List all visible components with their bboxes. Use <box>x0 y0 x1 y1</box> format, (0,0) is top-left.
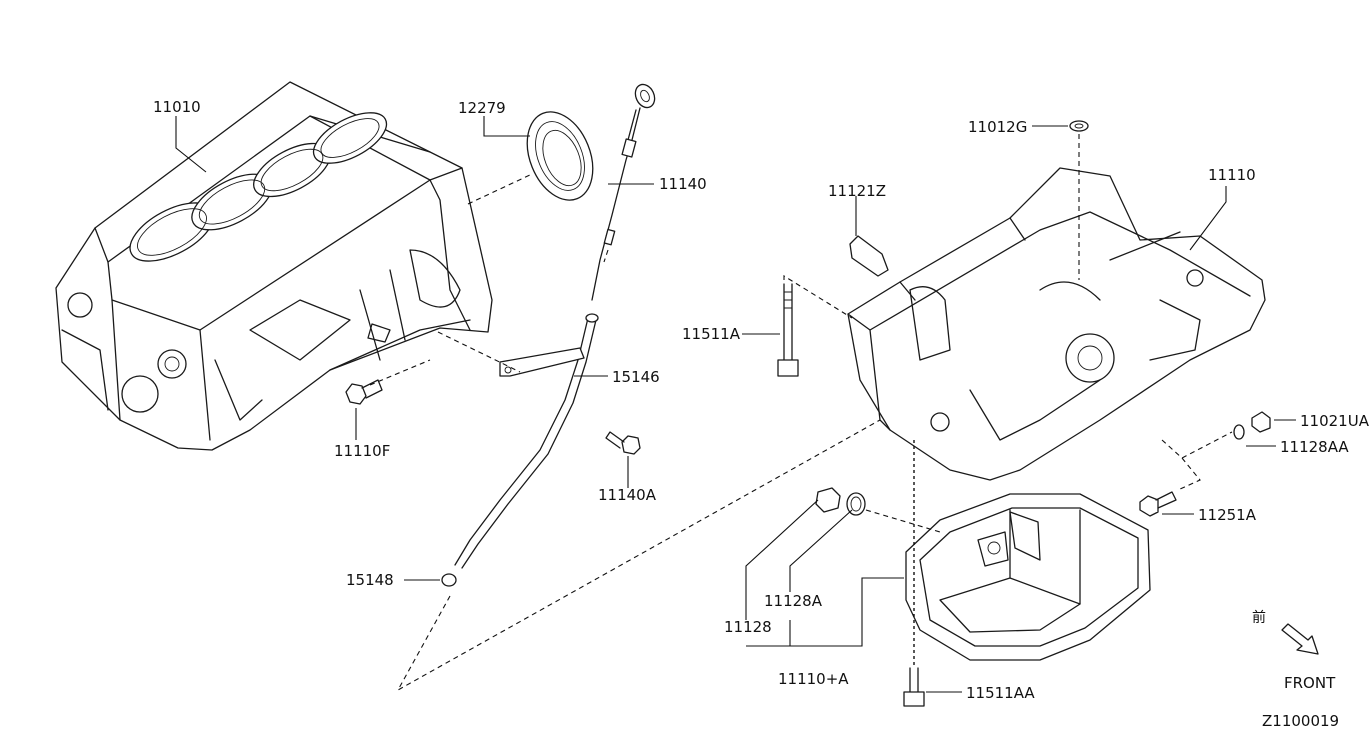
bolt-11511A <box>777 283 799 377</box>
front-label: FRONT <box>1284 674 1336 692</box>
label-15146: 15146 <box>612 368 660 386</box>
label-11128: 11128 <box>724 618 772 636</box>
oil-pan-upper-11110 <box>847 167 1266 481</box>
o-ring-15148 <box>441 573 457 587</box>
front-symbol: 前 <box>1252 609 1266 626</box>
rear-oil-seal-12279 <box>526 111 594 201</box>
part-labels: 11010 12279 11140 15146 11110F 11140A 15… <box>153 98 1370 730</box>
label-11140A: 11140A <box>598 486 657 504</box>
label-11511A: 11511A <box>682 325 741 343</box>
bolt-11251A <box>1139 491 1177 517</box>
drain-plug-11128 <box>815 487 841 513</box>
washer-11128A <box>846 492 866 516</box>
label-11140: 11140 <box>659 175 707 193</box>
label-11511AA: 11511AA <box>966 684 1035 702</box>
label-15148: 15148 <box>346 571 394 589</box>
washer-11012G <box>1069 120 1089 132</box>
baffle-plate-11121Z <box>849 235 889 277</box>
label-11021UA: 11021UA <box>1300 412 1370 430</box>
label-11121Z: 11121Z <box>828 182 886 200</box>
label-11010: 11010 <box>153 98 201 116</box>
label-11128A: 11128A <box>764 592 823 610</box>
diagram-code: Z1100019 <box>1262 712 1339 730</box>
bolt-11110F <box>345 379 383 405</box>
label-11012G: 11012G <box>968 118 1027 136</box>
plug-11021UA <box>1251 411 1271 433</box>
bolt-11511AA <box>903 667 925 707</box>
label-11128AA: 11128AA <box>1280 438 1349 456</box>
label-12279: 12279 <box>458 99 506 117</box>
front-arrow-icon <box>1281 623 1319 655</box>
washer-11128AA <box>1233 424 1245 440</box>
bolt-11140A <box>605 431 641 455</box>
label-11110: 11110 <box>1208 166 1256 184</box>
label-11110-plus-A: 11110+A <box>778 670 849 688</box>
oil-level-gauge-guide-15146 <box>454 313 599 569</box>
cylinder-block-11010 <box>55 81 493 451</box>
leader-lines <box>175 116 1296 693</box>
oil-level-gauge-11140 <box>591 83 656 301</box>
label-11110F: 11110F <box>334 442 390 460</box>
label-11251A: 11251A <box>1198 506 1257 524</box>
oil-pan-lower-11110A <box>905 493 1151 661</box>
assembly-dashed-lines <box>369 134 1233 692</box>
